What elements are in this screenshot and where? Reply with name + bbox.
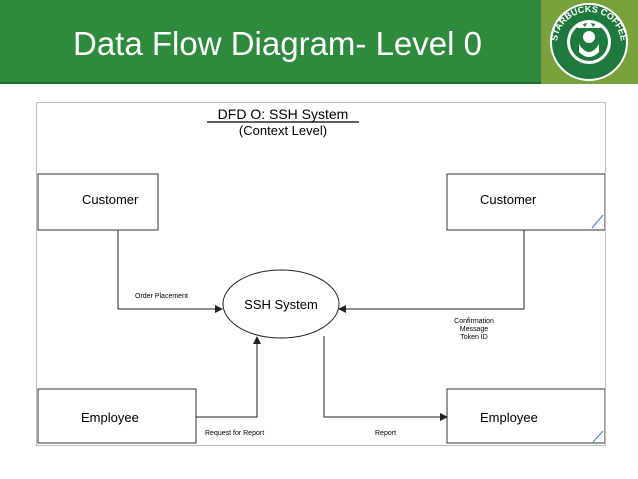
entity-customer-right bbox=[446, 173, 605, 231]
flow-confirmation bbox=[338, 230, 525, 313]
dfd-diagram: DFD O: SSH System (Context Level) Custom… bbox=[37, 106, 605, 444]
entity-customer-left-label: Customer bbox=[82, 192, 139, 207]
diagram-frame: DFD O: SSH System (Context Level) Custom… bbox=[36, 102, 606, 446]
logo-panel: STARBUCKS COFFEE bbox=[541, 0, 638, 84]
flow-confirmation-line-1: Confirmation bbox=[454, 318, 494, 325]
title-bar: Data Flow Diagram- Level 0 bbox=[0, 0, 638, 84]
entity-employee-left bbox=[37, 388, 197, 444]
process-label: SSH System bbox=[244, 297, 318, 312]
starbucks-logo-icon: STARBUCKS COFFEE bbox=[549, 3, 629, 81]
flow-request-for-report-label: Request for Report bbox=[205, 430, 264, 437]
flow-confirmation-line-3: Token ID bbox=[460, 334, 488, 341]
diagram-title: DFD O: SSH System bbox=[218, 106, 349, 122]
entity-employee-left-label: Employee bbox=[81, 410, 139, 425]
flow-report bbox=[323, 336, 448, 421]
entity-customer-right-label: Customer bbox=[480, 192, 537, 207]
entity-customer-left bbox=[37, 173, 159, 231]
entity-employee-right-label: Employee bbox=[480, 410, 538, 425]
diagram-subtitle: (Context Level) bbox=[239, 123, 327, 138]
flow-report-label: Report bbox=[375, 430, 396, 437]
flow-order-placement-label: Order Placement bbox=[135, 293, 188, 300]
flow-order-placement bbox=[117, 230, 223, 313]
process-ssh-system bbox=[222, 269, 340, 339]
flow-confirmation-line-2: Message bbox=[460, 326, 489, 333]
slide-title: Data Flow Diagram- Level 0 bbox=[73, 25, 482, 62]
flow-request-for-report bbox=[196, 336, 261, 418]
